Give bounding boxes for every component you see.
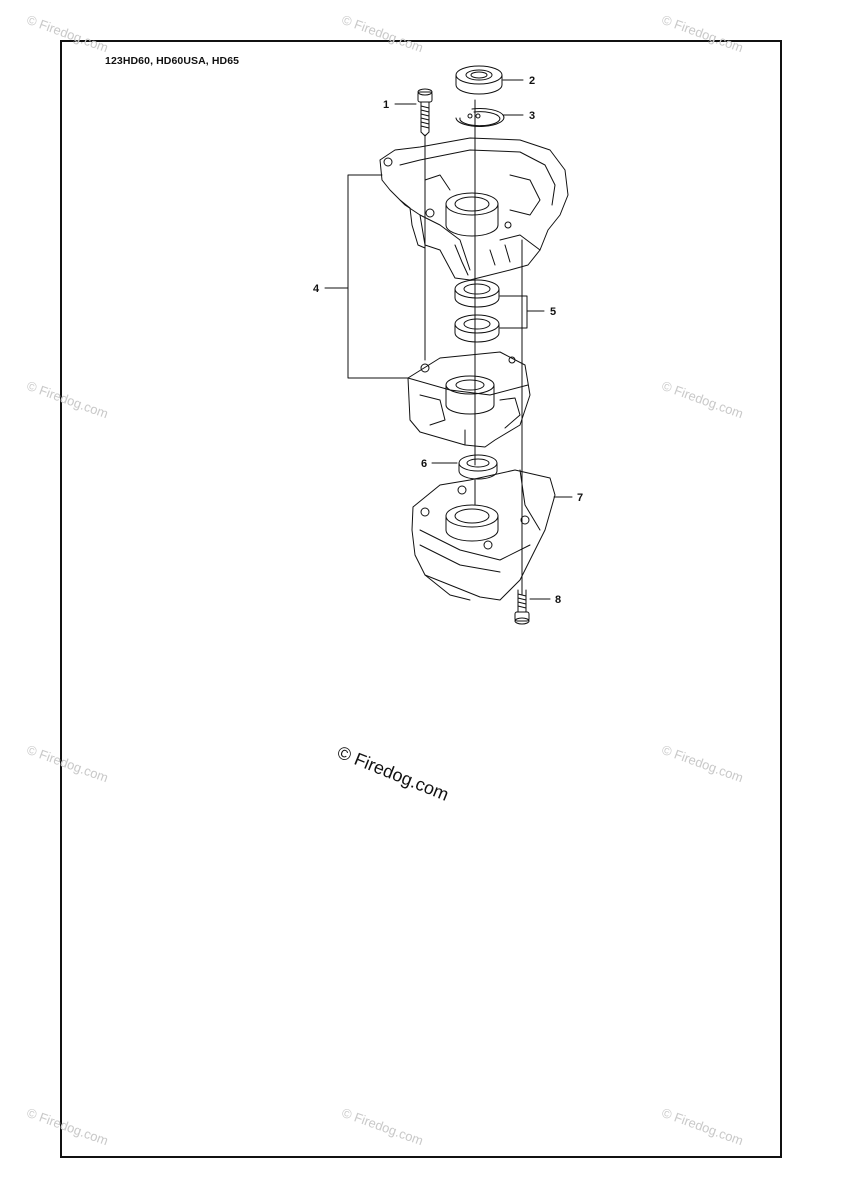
callout-7: 7 xyxy=(577,492,583,504)
model-title: 123HD60, HD60USA, HD65 xyxy=(105,55,240,67)
callout-4: 4 xyxy=(313,283,320,295)
crankcase-upper-part-4 xyxy=(379,137,569,281)
crankcase-lower-part-4 xyxy=(407,351,531,448)
screw-part-1 xyxy=(417,88,433,137)
leader-line-5 xyxy=(499,295,545,329)
callout-5: 5 xyxy=(550,306,556,318)
callout-3: 3 xyxy=(529,110,535,122)
drawing-frame xyxy=(60,40,782,1158)
screw-part-8 xyxy=(514,589,530,625)
leader-line-4 xyxy=(324,174,409,379)
callout-2: 2 xyxy=(529,75,535,87)
bearing-part-6 xyxy=(458,454,498,480)
callout-8: 8 xyxy=(555,594,561,606)
callout-1: 1 xyxy=(383,99,389,111)
callout-6: 6 xyxy=(421,458,427,470)
circlip-part-3 xyxy=(455,107,505,127)
bearing-part-5 xyxy=(454,279,500,343)
seal-part-2 xyxy=(455,65,503,95)
housing-cover-part-7 xyxy=(411,469,556,601)
